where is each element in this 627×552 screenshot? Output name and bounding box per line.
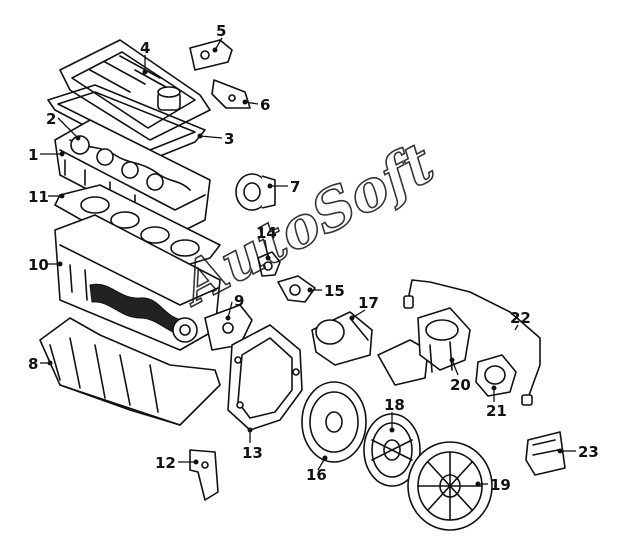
callout-5: 5 xyxy=(216,22,226,40)
callout-15: 15 xyxy=(324,282,345,300)
sensor-part xyxy=(257,251,281,277)
callout-17: 17 xyxy=(358,294,379,312)
oil-pan-part xyxy=(39,317,221,426)
callout-9: 9 xyxy=(234,292,244,310)
callout-12: 12 xyxy=(155,454,176,472)
callout-23: 23 xyxy=(578,443,599,461)
distributor-cap-part xyxy=(475,354,517,397)
thermostat-housing-part xyxy=(277,275,316,303)
leader-dots xyxy=(47,47,563,487)
callout-6: 6 xyxy=(260,96,270,114)
callout-16: 16 xyxy=(306,466,327,484)
cable-part xyxy=(403,279,541,406)
callout-4: 4 xyxy=(140,39,150,57)
callout-8: 8 xyxy=(28,355,38,373)
flywheel-part xyxy=(301,381,367,463)
callout-22: 22 xyxy=(510,309,531,327)
callout-11: 11 xyxy=(28,188,49,206)
pulley-part xyxy=(235,173,276,211)
callout-14: 14 xyxy=(256,224,277,242)
pressure-plate-part xyxy=(407,441,493,531)
callout-10: 10 xyxy=(28,256,49,274)
callout-1: 1 xyxy=(28,146,38,164)
callout-7: 7 xyxy=(290,178,300,196)
ignition-coil-part xyxy=(525,431,566,476)
callout-18: 18 xyxy=(384,396,405,414)
head-gasket-part xyxy=(54,184,221,271)
valve-cover-part xyxy=(59,39,211,141)
engine-block-part xyxy=(54,214,221,351)
callout-19: 19 xyxy=(490,476,511,494)
bracket-part xyxy=(189,449,219,501)
bracket-small-part xyxy=(189,39,251,109)
flywheel-housing-part xyxy=(227,324,303,431)
callout-3: 3 xyxy=(224,130,234,148)
callout-21: 21 xyxy=(486,402,507,420)
clutch-disc-part xyxy=(363,413,421,487)
starter-motor-part xyxy=(311,311,373,366)
callout-2: 2 xyxy=(46,110,56,128)
callout-13: 13 xyxy=(242,444,263,462)
engine-mount-bracket-part xyxy=(204,304,253,351)
leader-lines xyxy=(40,37,576,485)
callout-20: 20 xyxy=(450,376,471,394)
distributor-part xyxy=(417,307,471,373)
cylinder-head-part xyxy=(54,119,211,236)
distributor-bracket-part xyxy=(377,339,429,386)
